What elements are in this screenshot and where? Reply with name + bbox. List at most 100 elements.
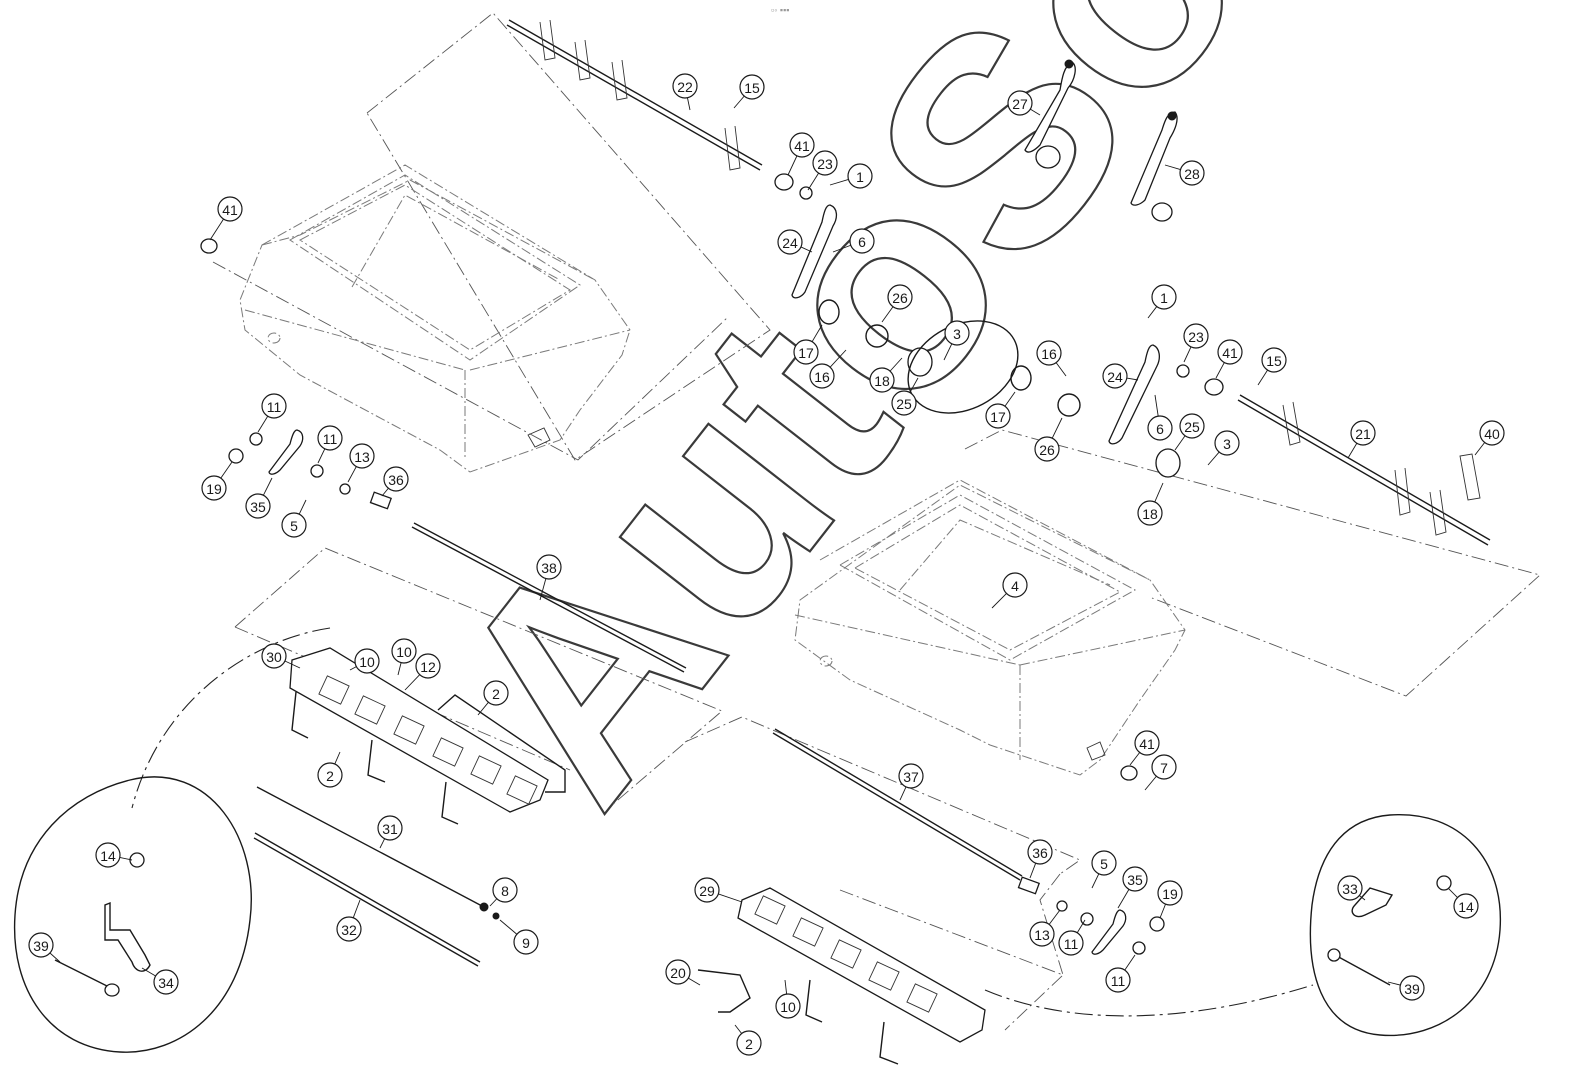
callout-number: 10: [780, 999, 796, 1015]
callout-leader-line: [349, 666, 357, 671]
callout-circle: [1479, 420, 1505, 446]
callout-circle: [377, 815, 403, 841]
callout-31: 31: [377, 815, 403, 849]
callout-leader-line: [829, 179, 849, 186]
callout-24: 24: [777, 229, 813, 255]
callout-number: 5: [1100, 856, 1108, 872]
callout-circle: [245, 493, 271, 519]
callout-number: 25: [896, 396, 912, 412]
callout-25: 25: [891, 377, 919, 416]
callout-number: 26: [1039, 442, 1055, 458]
callout-5: 5: [281, 499, 307, 538]
callout-circle: [1217, 339, 1243, 365]
callout-number: 16: [814, 369, 830, 385]
callout-circle: [1183, 323, 1209, 349]
callout-circle: [1034, 436, 1060, 462]
callout-circle: [317, 425, 343, 451]
callout-15: 15: [1257, 347, 1287, 386]
callout-leader-line: [1387, 981, 1401, 986]
hopper-left: [239, 164, 631, 473]
callout-circle: [812, 150, 838, 176]
callout-1: 1: [1147, 284, 1177, 319]
callout-5: 5: [1091, 850, 1117, 889]
callout-23: 23: [807, 150, 838, 191]
callout-leader-line: [1055, 362, 1067, 377]
callout-number: 4: [1011, 578, 1019, 594]
callout-circle: [391, 638, 417, 664]
callout-21: 21: [1347, 420, 1376, 459]
lever-assembly-left: [228, 429, 687, 673]
callout-circle: [317, 762, 343, 788]
callout-leader-line: [1474, 442, 1486, 456]
callout-10: 10: [391, 638, 417, 676]
callout-leader-line: [220, 461, 233, 479]
callout-11: 11: [1105, 954, 1136, 993]
callout-17: 17: [793, 324, 823, 365]
callout-circle: [349, 443, 375, 469]
callout-leader-line: [477, 702, 489, 716]
callout-8: 8: [489, 877, 518, 907]
callout-35: 35: [245, 477, 273, 519]
detail-parts: [54, 852, 1452, 997]
callout-leader-line: [943, 343, 953, 361]
callout-2: 2: [317, 751, 343, 788]
callout-leader-line: [991, 593, 1007, 609]
callout-24: 24: [1102, 363, 1139, 389]
callout-leader-line: [687, 97, 691, 111]
callout-leader-line: [317, 448, 326, 464]
callout-circle: [1453, 893, 1479, 919]
callout-number: 7: [1160, 760, 1168, 776]
callout-number: 30: [266, 649, 282, 665]
callout-circle: [694, 877, 720, 903]
callout-number: 13: [1034, 927, 1050, 943]
callout-leader-line: [397, 662, 402, 676]
callout-circle: [793, 339, 819, 365]
callout-circle: [665, 959, 691, 985]
callout-number: 2: [492, 686, 500, 702]
callout-22: 22: [672, 73, 698, 111]
callout-circle: [153, 969, 179, 995]
callout-2: 2: [477, 680, 509, 716]
callout-26: 26: [881, 284, 913, 323]
callout-28: 28: [1164, 160, 1205, 186]
callout-number: 18: [1142, 506, 1158, 522]
callout-leader-line: [1124, 954, 1136, 971]
callout-number: 11: [323, 431, 338, 447]
callout-leader-line: [1159, 903, 1166, 919]
callout-leader-line: [1117, 889, 1130, 909]
callout-41: 41: [1215, 339, 1243, 379]
callout-3: 3: [943, 320, 970, 361]
callout-number: 39: [33, 938, 49, 954]
callout-leader-line: [1076, 919, 1086, 933]
callout-9: 9: [499, 919, 539, 955]
callout-leader-line: [807, 172, 819, 191]
callout-circle: [847, 163, 873, 189]
callout-circle: [869, 367, 895, 393]
callout-number: 41: [794, 138, 810, 154]
callout-circle: [281, 512, 307, 538]
callout-circle: [789, 132, 815, 158]
callout-circle: [1179, 160, 1205, 186]
callout-number: 17: [990, 409, 1006, 425]
callout-circle: [1058, 930, 1084, 956]
callout-37: 37: [898, 763, 924, 801]
callout-leader-line: [1257, 369, 1268, 386]
detail-bubble-right: [1309, 814, 1502, 1037]
callout-circle: [261, 393, 287, 419]
callout-circle: [1134, 730, 1160, 756]
callout-circle: [217, 196, 243, 222]
callout-leader-line: [352, 899, 361, 918]
callout-leader-line: [1129, 752, 1141, 766]
callout-circle: [891, 390, 917, 416]
callout-circle: [95, 842, 121, 868]
callout-number: 20: [670, 965, 686, 981]
callout-leader-line: [718, 893, 743, 903]
callout-leader-line: [1147, 306, 1158, 319]
callout-leader-line: [209, 218, 224, 241]
callout-36: 36: [1027, 839, 1053, 879]
callout-11: 11: [317, 425, 343, 464]
callout-circle: [887, 284, 913, 310]
callout-11: 11: [257, 393, 287, 433]
callout-leader-line: [1215, 362, 1225, 379]
callout-20: 20: [665, 959, 701, 986]
